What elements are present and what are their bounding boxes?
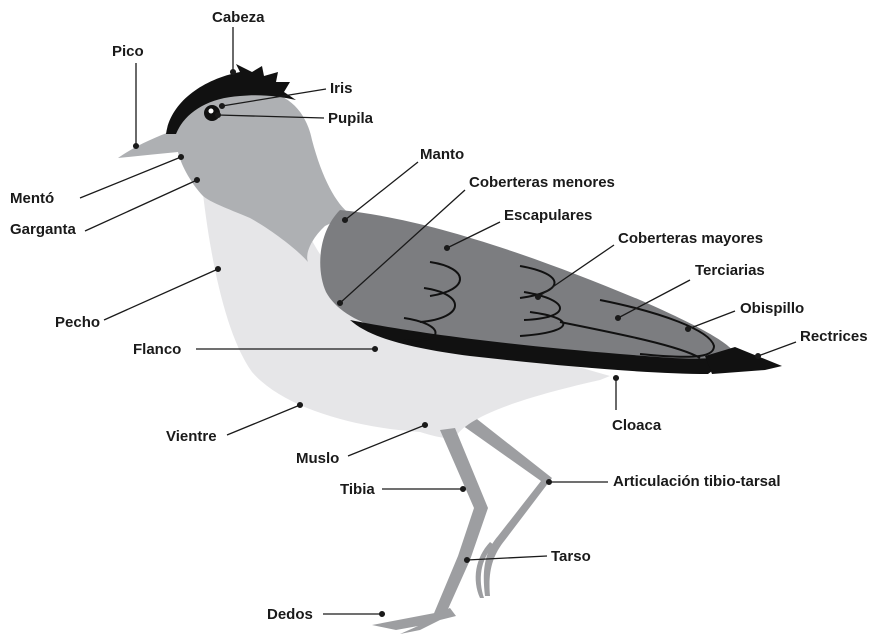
label-tarso: Tarso bbox=[551, 548, 591, 565]
leader-dot-coberteras-mayores bbox=[536, 295, 541, 300]
label-coberteras-mayores: Coberteras mayores bbox=[618, 230, 763, 247]
label-rectrices: Rectrices bbox=[800, 328, 868, 345]
leader-dot-pupila bbox=[216, 113, 221, 118]
near-leg-toes bbox=[372, 608, 456, 634]
leader-line-tarso bbox=[467, 556, 547, 560]
leader-line-pecho bbox=[104, 269, 218, 320]
bird-beak bbox=[118, 130, 178, 158]
label-pico: Pico bbox=[112, 43, 144, 60]
label-cloaca: Cloaca bbox=[612, 417, 662, 434]
leader-line-obispillo bbox=[688, 311, 735, 329]
leader-dot-garganta bbox=[195, 178, 200, 183]
leader-dot-tarso bbox=[465, 558, 470, 563]
leader-line-muslo bbox=[348, 425, 425, 456]
label-cabeza: Cabeza bbox=[212, 9, 265, 26]
leader-line-vientre bbox=[227, 405, 300, 435]
leader-dot-pecho bbox=[216, 267, 221, 272]
leader-dot-manto bbox=[343, 218, 348, 223]
label-articulacion: Articulación tibio-tarsal bbox=[613, 473, 781, 490]
label-dedos: Dedos bbox=[267, 606, 313, 623]
leader-dot-articulacion bbox=[547, 480, 552, 485]
leader-line-mento bbox=[80, 157, 181, 198]
label-garganta: Garganta bbox=[10, 221, 77, 238]
label-pecho: Pecho bbox=[55, 314, 100, 331]
leader-dot-cabeza bbox=[231, 70, 236, 75]
label-muslo: Muslo bbox=[296, 450, 339, 467]
far-leg-shape bbox=[452, 412, 552, 596]
leader-dot-escapulares bbox=[445, 246, 450, 251]
label-iris: Iris bbox=[330, 80, 353, 97]
label-vientre: Vientre bbox=[166, 428, 217, 445]
leader-dot-dedos bbox=[380, 612, 385, 617]
leader-dot-muslo bbox=[423, 423, 428, 428]
leader-dot-rectrices bbox=[756, 354, 761, 359]
label-terciarias: Terciarias bbox=[695, 262, 765, 279]
leader-dot-coberteras-menores bbox=[338, 301, 343, 306]
leader-dot-flanco bbox=[373, 347, 378, 352]
leader-dot-obispillo bbox=[686, 327, 691, 332]
leader-dot-iris bbox=[220, 104, 225, 109]
leader-dot-mento bbox=[179, 155, 184, 160]
label-coberteras-menores: Coberteras menores bbox=[469, 174, 615, 191]
label-mento: Mentó bbox=[10, 190, 54, 207]
leader-line-manto bbox=[345, 162, 418, 220]
label-escapulares: Escapulares bbox=[504, 207, 592, 224]
label-obispillo: Obispillo bbox=[740, 300, 804, 317]
label-manto: Manto bbox=[420, 146, 464, 163]
leader-dot-cloaca bbox=[614, 376, 619, 381]
leader-dot-pico bbox=[134, 144, 139, 149]
leader-line-garganta bbox=[85, 180, 197, 231]
leader-dot-terciarias bbox=[616, 316, 621, 321]
leader-dot-vientre bbox=[298, 403, 303, 408]
far-leg bbox=[452, 412, 552, 598]
label-flanco: Flanco bbox=[133, 341, 181, 358]
leader-dot-tibia bbox=[461, 487, 466, 492]
leader-line-rectrices bbox=[758, 342, 796, 356]
label-tibia: Tibia bbox=[340, 481, 375, 498]
label-pupila: Pupila bbox=[328, 110, 374, 127]
eye-pupil-highlight bbox=[209, 109, 214, 114]
